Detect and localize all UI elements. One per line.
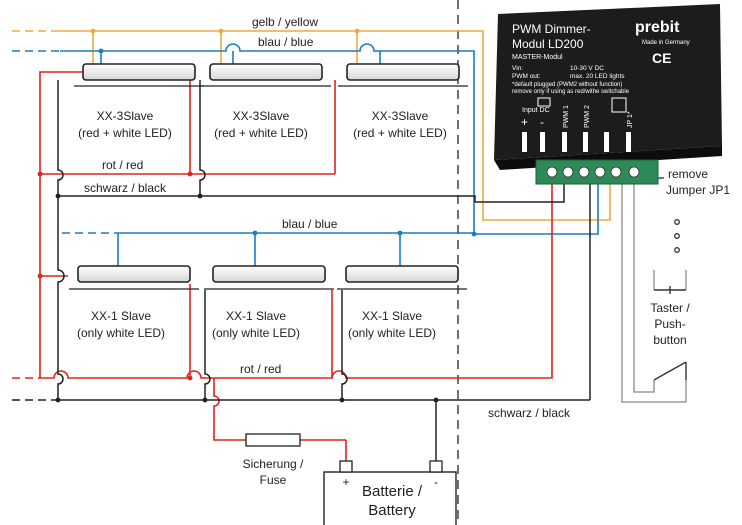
- lamp-top-1: [74, 63, 204, 87]
- pwm-dimmer-module: [494, 4, 722, 185]
- black-nodes: [55, 193, 439, 403]
- yellow-wire: [12, 30, 611, 221]
- input-minus: -: [540, 115, 544, 129]
- dimmer-note-2: remove only if using as red/withe switch…: [512, 89, 630, 95]
- label-black-top: schwarz / black: [84, 181, 167, 195]
- pwm2-label: PWM 2: [584, 105, 591, 128]
- pwm-value: max. 20 LED lights: [570, 73, 625, 80]
- label-red-top: rot / red: [102, 158, 143, 172]
- blue-mid-wire: [62, 232, 474, 266]
- label-blue-top: blau / blue: [258, 35, 314, 49]
- dimmer-subtitle: MASTER-Modul: [512, 54, 563, 61]
- slave-bottom-3-desc: (only white LED): [348, 326, 436, 340]
- slave-top-1-desc: (red + white LED): [78, 126, 172, 140]
- pwm-label: PWM out:: [512, 73, 541, 80]
- lamp-bottom-3: [337, 265, 467, 290]
- label-yellow: gelb / yellow: [252, 15, 318, 29]
- slave-top-2-desc: (red + white LED): [214, 126, 308, 140]
- input-plus: +: [521, 115, 528, 129]
- slave-top-1-name: XX-3Slave: [97, 109, 154, 123]
- dimmer-title-1: PWM Dimmer-: [512, 22, 591, 36]
- button-label-2: Push-: [654, 317, 685, 331]
- fuse: [245, 433, 301, 447]
- ce-mark: CE: [652, 50, 671, 66]
- black-wire: [12, 80, 591, 462]
- battery-label-2: Battery: [368, 502, 416, 519]
- battery-minus: -: [434, 475, 438, 489]
- fuse-label-2: Fuse: [260, 473, 287, 487]
- battery: [323, 460, 457, 525]
- brand-logo: prebit: [635, 19, 680, 36]
- blue-mid-nodes: [252, 230, 403, 236]
- made-in-germany: Made in Germany: [642, 40, 690, 46]
- lamp-top-3: [338, 63, 468, 87]
- dimmer-title-2: Modul LD200: [512, 37, 584, 51]
- slave-bottom-2-desc: (only white LED): [212, 326, 300, 340]
- battery-plus: +: [342, 475, 349, 489]
- lamp-top-2: [201, 63, 331, 87]
- remove-jumper-2: Jumper JP1: [666, 183, 730, 197]
- label-black-bottom: schwarz / black: [488, 406, 571, 420]
- slave-bottom-1-desc: (only white LED): [77, 326, 165, 340]
- slave-top-3-name: XX-3Slave: [372, 109, 429, 123]
- vin-value: 10-30 V DC: [570, 65, 604, 72]
- jp1-label: JP 1*: [627, 111, 634, 128]
- slave-top-2-name: XX-3Slave: [233, 109, 290, 123]
- continuation-dots: [674, 219, 680, 253]
- button-label-3: button: [653, 333, 686, 347]
- yellow-nodes: [90, 28, 360, 34]
- slave-bottom-2-name: XX-1 Slave: [226, 309, 286, 323]
- lamp-bottom-2: [204, 265, 334, 290]
- push-button: [653, 286, 687, 381]
- vin-label: Vin:: [512, 65, 523, 72]
- label-red-bottom: rot / red: [240, 362, 281, 376]
- slave-top-3-desc: (red + white LED): [353, 126, 447, 140]
- remove-jumper-1: remove: [668, 167, 708, 181]
- button-label-1: Taster /: [650, 301, 690, 315]
- input-dc-label: Input DC: [522, 107, 550, 114]
- button-wires: [621, 178, 687, 403]
- slave-bottom-1-name: XX-1 Slave: [91, 309, 151, 323]
- red-nodes: [37, 171, 193, 381]
- slave-bottom-3-name: XX-1 Slave: [362, 309, 422, 323]
- battery-label-1: Batterie /: [362, 483, 423, 500]
- fuse-label-1: Sicherung /: [243, 457, 304, 471]
- label-blue-mid: blau / blue: [282, 217, 338, 231]
- dimmer-note-1: *default plugged (PWM2 without function): [512, 82, 622, 88]
- lamp-bottom-1: [69, 265, 199, 290]
- pwm1-label: PWM 1: [563, 105, 570, 128]
